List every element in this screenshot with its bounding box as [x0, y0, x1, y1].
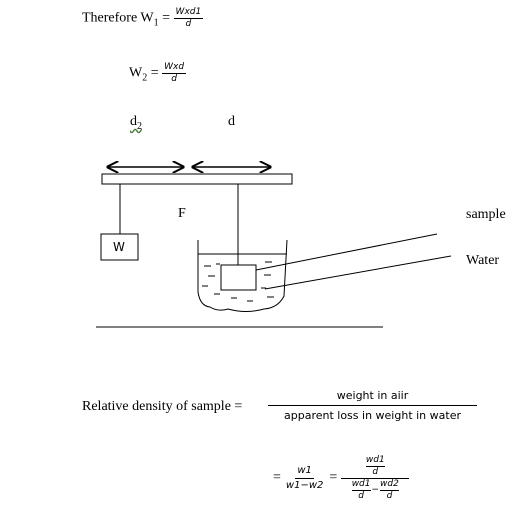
label-d: d — [228, 114, 235, 129]
sample-box — [220, 264, 257, 291]
water-dashes — [202, 261, 274, 302]
relative-density-denominator: apparent loss in weight in water — [284, 409, 461, 422]
weight-label: W — [113, 240, 125, 254]
final-frac2-num: wd1 d — [341, 455, 410, 479]
final-frac2-den-right-num: wd2 — [380, 479, 399, 491]
final-frac1-num: w1 — [295, 464, 314, 479]
final-frac2-den-left-num: wd1 — [351, 479, 371, 491]
final-equation: = w1 w1−w2 = wd1 d wd1 d − wd2 d — [273, 455, 410, 501]
beaker — [197, 239, 288, 312]
formula-w1-sub: 1 — [153, 17, 159, 29]
formula-w1-denominator: d — [185, 19, 192, 29]
label-F: F — [178, 206, 186, 221]
relative-density-label: Relative density of sample = — [82, 399, 243, 414]
label-water: Water — [466, 253, 500, 268]
final-frac2-den-right-den: d — [386, 491, 393, 501]
final-frac1: w1 w1−w2 — [284, 464, 325, 493]
formula-w2: W2 = Wxd d — [129, 62, 187, 85]
final-frac2-den-left-den: d — [358, 491, 364, 501]
label-d2-sub: 2 — [137, 120, 142, 132]
final-frac2-den-right: wd2 d — [380, 479, 399, 501]
final-frac2-num-bottom: d — [372, 467, 379, 477]
final-frac2-den: wd1 d − wd2 d — [351, 479, 399, 501]
label-d2-main: d — [130, 114, 137, 129]
relative-density-numerator: weight in aiir — [268, 389, 477, 406]
formula-w1-numerator: Wxd1 — [173, 7, 204, 19]
formula-w1: Therefore W1 = Wxd1 d — [82, 7, 204, 30]
final-frac2: wd1 d wd1 d − wd2 d — [341, 455, 410, 501]
final-frac2-num-top: wd1 — [365, 455, 385, 467]
formula-w2-numerator: Wxd — [162, 62, 187, 74]
weight-box — [100, 233, 139, 261]
final-eq2: = — [329, 470, 338, 485]
formula-w2-fraction: Wxd d — [162, 62, 187, 85]
formula-w2-eq: = — [147, 65, 159, 81]
balance-beam — [101, 173, 293, 185]
formula-w1-fraction: Wxd1 d — [173, 7, 204, 30]
formula-w2-denominator: d — [171, 74, 177, 84]
final-frac2-den-minus: − — [371, 485, 380, 495]
final-eq1: = — [273, 470, 281, 485]
formula-w1-prefix: Therefore W — [82, 10, 154, 26]
sample-pointer — [255, 233, 438, 271]
label-d2: d2 — [130, 114, 142, 132]
formula-w2-sub: 2 — [142, 72, 148, 84]
final-frac1-den: w1−w2 — [285, 479, 324, 491]
relative-density-fraction: weight in aiir apparent loss in weight i… — [268, 389, 477, 422]
final-frac2-den-left: wd1 d — [351, 479, 371, 501]
water-pointer — [264, 255, 452, 290]
formula-w2-prefix: W — [129, 65, 143, 81]
formula-w1-eq: = — [158, 10, 174, 26]
label-sample: sample — [466, 207, 506, 222]
